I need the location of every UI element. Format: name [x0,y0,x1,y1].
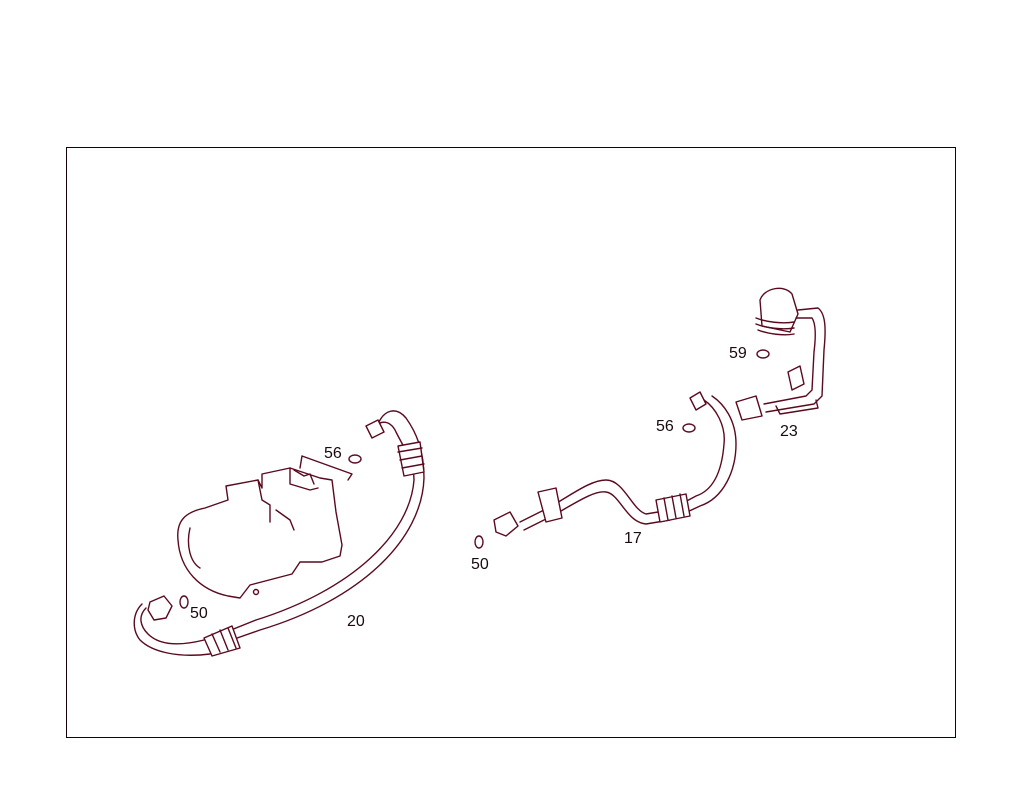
callout-23: 23 [780,423,798,440]
refrigerant-line-17-icon [474,391,737,549]
callout-56: 56 [656,418,674,435]
hose-line-20-icon [133,410,425,657]
callout-20: 20 [347,613,365,630]
compressor-icon [177,467,343,599]
callout-50: 50 [190,605,208,622]
diagram-frame [66,147,956,738]
callout-59: 59 [729,345,747,362]
pipe-line-23-icon [735,287,826,421]
callout-56: 56 [324,445,342,462]
callout-17: 17 [624,530,642,547]
callout-50: 50 [471,556,489,573]
